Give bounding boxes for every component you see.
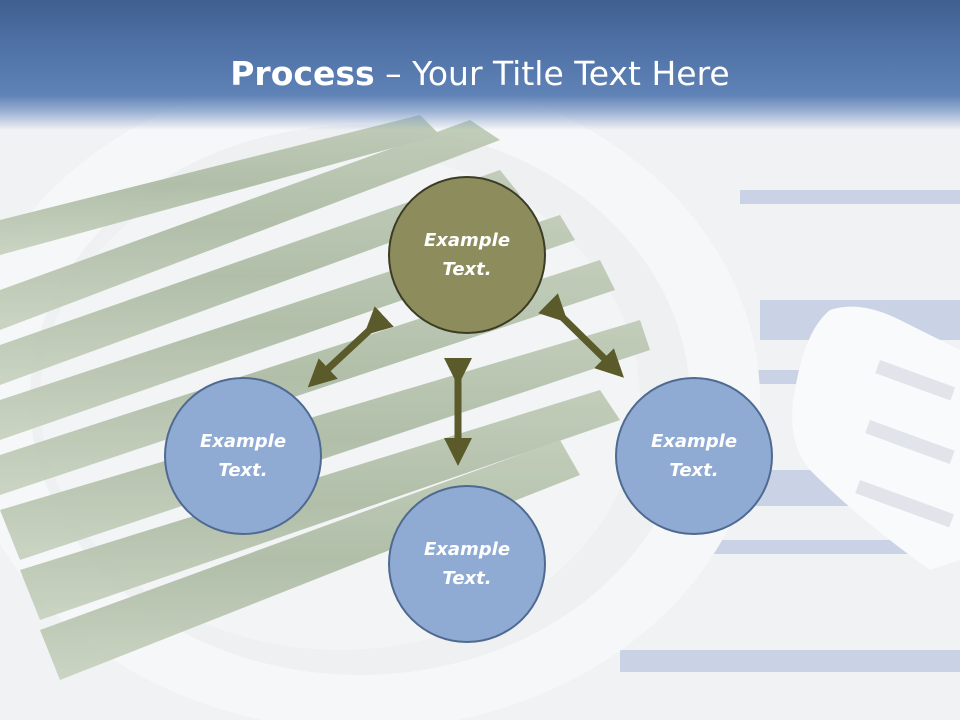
title-bold: Process <box>230 54 375 93</box>
node-top-line2: Text. <box>442 259 492 280</box>
spatula <box>792 306 960 570</box>
node-bottom-line2: Text. <box>442 568 492 589</box>
node-left-line1: Example <box>199 431 287 452</box>
node-left-line2: Text. <box>218 460 268 481</box>
title-rest: – Your Title Text Here <box>374 54 730 93</box>
node-top-line1: Example <box>423 230 511 251</box>
node-right-line2: Text. <box>669 460 719 481</box>
title-band <box>0 0 960 130</box>
arrow-top-left <box>307 306 394 388</box>
slide-title: Process – Your Title Text Here <box>0 52 960 96</box>
node-right-line1: Example <box>650 431 738 452</box>
arrow-top-right <box>538 293 624 378</box>
node-bottom-line1: Example <box>423 539 511 560</box>
